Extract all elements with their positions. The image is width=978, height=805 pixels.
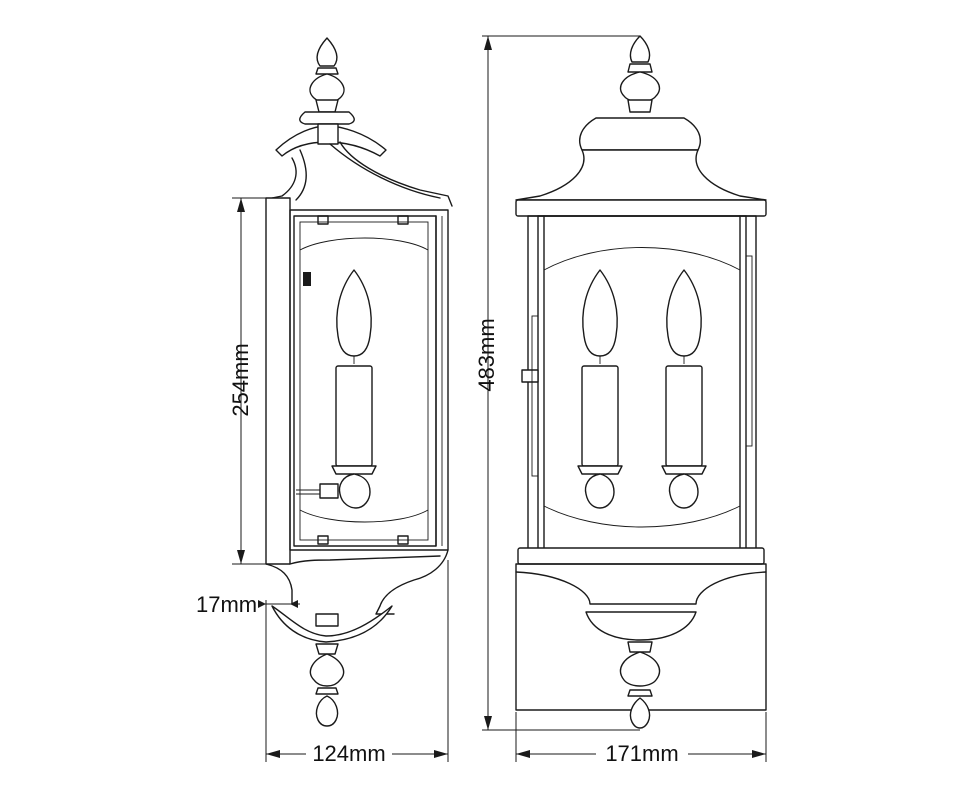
dim-label-483: 483mm	[474, 318, 499, 391]
front-candle-right	[661, 269, 707, 509]
front-bottom	[515, 563, 767, 729]
side-top-canopy	[271, 123, 453, 207]
dimension-side-depth	[265, 560, 449, 762]
side-top-finial	[299, 37, 355, 125]
front-view-lantern	[515, 35, 767, 729]
side-bottom-bracket	[265, 549, 449, 727]
dim-label-124: 124mm	[312, 741, 385, 766]
dim-label-254: 254mm	[228, 343, 253, 416]
side-latch	[303, 272, 311, 286]
front-top-finial	[619, 35, 661, 113]
dim-label-171: 171mm	[605, 741, 678, 766]
dimension-side-glass-height	[232, 197, 266, 565]
dimension-overall-height	[482, 35, 640, 731]
front-candle-left	[577, 269, 623, 509]
dimension-wall-gap	[258, 600, 300, 608]
front-top-canopy	[515, 117, 767, 217]
side-back-plate	[265, 197, 291, 565]
dim-label-bg-124	[306, 740, 392, 766]
side-candle	[296, 269, 377, 509]
front-body	[517, 215, 765, 565]
side-view-lantern	[265, 37, 453, 727]
dim-label-17: 17mm	[196, 592, 257, 617]
dimension-front-width	[515, 712, 767, 762]
side-body	[289, 209, 449, 551]
dim-label-bg-171	[596, 740, 688, 766]
